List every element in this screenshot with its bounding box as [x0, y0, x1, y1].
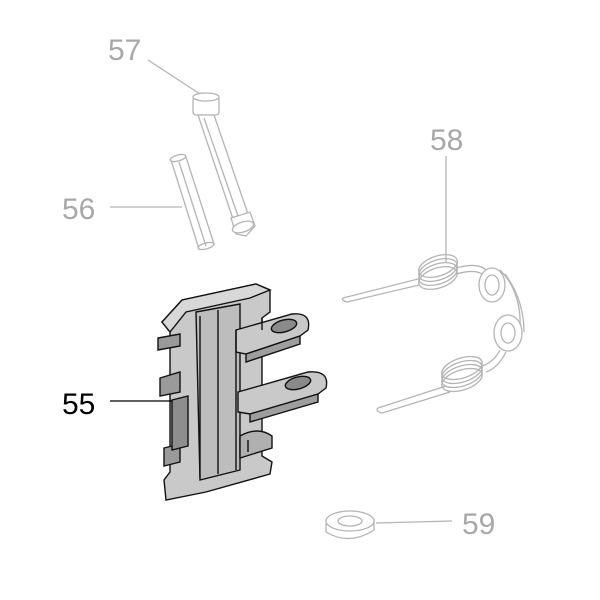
callout-56: 56	[62, 193, 95, 226]
callout-57: 57	[108, 34, 141, 67]
part-58-torsion-spring	[341, 254, 525, 414]
part-55-bracket	[157, 283, 328, 501]
leader-line-57	[147, 59, 201, 95]
part-56-pin	[169, 153, 215, 251]
part-59-ring	[325, 510, 375, 540]
callout-59: 59	[462, 508, 495, 541]
callout-55: 55	[62, 388, 95, 421]
part-57-pin	[192, 92, 256, 237]
callout-58: 58	[430, 124, 463, 157]
leader-line-59	[375, 520, 453, 524]
